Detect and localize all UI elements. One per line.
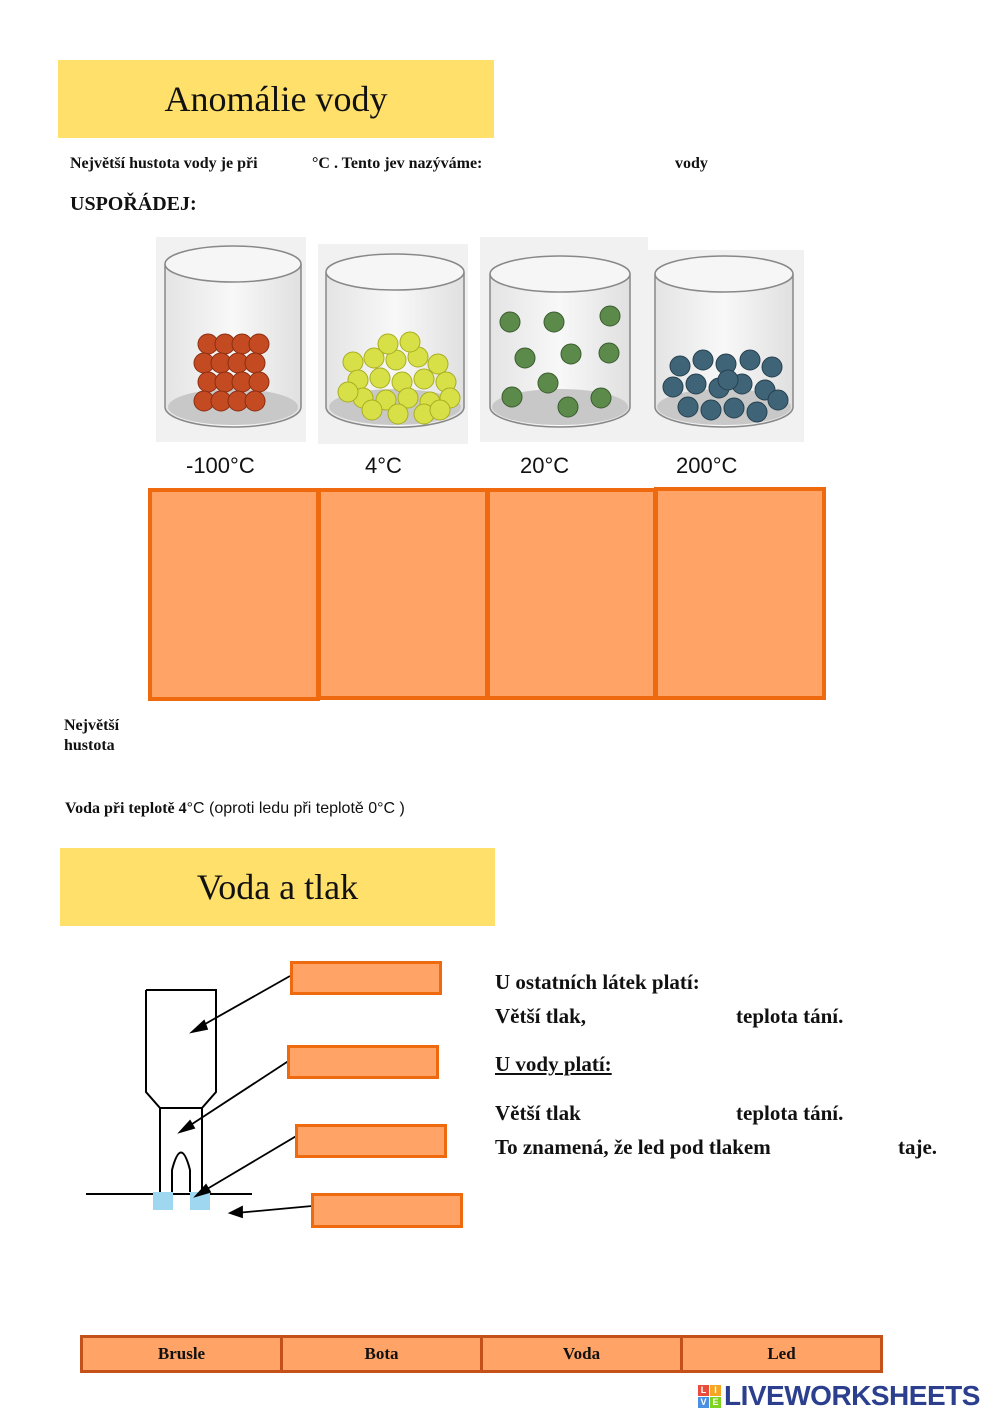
skate-label-slot-3[interactable] bbox=[295, 1124, 447, 1158]
liquid-particle bbox=[413, 368, 435, 390]
liveworksheets-logo: L I V E LIVEWORKSHEETS bbox=[698, 1380, 980, 1412]
order-drop-slot-3[interactable] bbox=[486, 488, 657, 700]
liquid-particle bbox=[427, 353, 449, 375]
liquid-particle bbox=[429, 399, 451, 421]
logo-icon: L I V E bbox=[698, 1384, 721, 1408]
density-sentence-part1: Největší hustota vody je při bbox=[70, 155, 258, 172]
gas-particle bbox=[717, 369, 739, 391]
logo-letter-l: L bbox=[698, 1384, 709, 1396]
greatest-density-label: Největší hustota bbox=[64, 716, 119, 756]
warm-particle bbox=[499, 311, 521, 333]
logo-letter-i: I bbox=[710, 1384, 721, 1396]
gas-particle bbox=[692, 349, 714, 371]
liquid-particle bbox=[369, 367, 391, 389]
gas-particle bbox=[723, 397, 745, 419]
jar-20 bbox=[480, 237, 648, 442]
liquid-particle bbox=[377, 333, 399, 355]
section-title-text: Voda a tlak bbox=[196, 867, 359, 907]
jar-minus-100 bbox=[156, 237, 306, 442]
water-patch-left bbox=[153, 1192, 173, 1210]
density-sentence-part2: °C . Tento jev nazýváme: bbox=[312, 155, 483, 172]
gas-particle bbox=[700, 399, 722, 421]
ice-particle bbox=[244, 390, 266, 412]
warm-particle bbox=[599, 305, 621, 327]
conclusion-b: taje. bbox=[898, 1135, 938, 1159]
logo-letter-e: E bbox=[710, 1396, 721, 1408]
order-drop-slot-4[interactable] bbox=[654, 487, 826, 700]
word-bota[interactable]: Bota bbox=[283, 1338, 483, 1370]
logo-letter-v: V bbox=[698, 1396, 709, 1408]
temp-label-3: 20°C bbox=[520, 453, 570, 478]
warm-particle bbox=[557, 396, 579, 418]
order-label: USPOŘÁDEJ: bbox=[70, 193, 197, 215]
liquid-particle bbox=[397, 387, 419, 409]
gas-particle bbox=[662, 376, 684, 398]
other-substances-rule-b: teplota tání. bbox=[736, 1004, 844, 1028]
note-text: Voda při teplotě 4°C (oproti ledu při te… bbox=[65, 800, 405, 818]
word-brusle[interactable]: Brusle bbox=[83, 1338, 283, 1370]
warm-particle bbox=[537, 372, 559, 394]
note-rest: °C (oproti ledu při teplotě 0°C ) bbox=[186, 800, 405, 817]
ice-particle bbox=[244, 352, 266, 374]
temp-label-2: 4°C bbox=[365, 453, 402, 478]
gas-particle bbox=[677, 396, 699, 418]
jar-200 bbox=[648, 250, 804, 442]
liquid-particle bbox=[387, 403, 409, 425]
gas-particle bbox=[739, 349, 761, 371]
liquid-particle bbox=[399, 331, 421, 353]
gas-particle bbox=[746, 401, 768, 423]
order-drop-slot-2[interactable] bbox=[317, 488, 489, 700]
other-substances-rule-a: Větší tlak, bbox=[495, 1004, 586, 1028]
water-rule-a: Větší tlak bbox=[495, 1101, 581, 1125]
greatest-density-label-line1: Největší bbox=[64, 717, 120, 734]
greatest-density-label-line2: hustota bbox=[64, 737, 115, 754]
density-sentence-part3: vody bbox=[675, 155, 708, 172]
skate-label-slot-2[interactable] bbox=[287, 1045, 439, 1079]
liquid-particle bbox=[363, 347, 385, 369]
ice-particle bbox=[248, 333, 270, 355]
skate-label-slot-4[interactable] bbox=[311, 1193, 463, 1228]
jars-illustration bbox=[156, 237, 804, 444]
word-led[interactable]: Led bbox=[683, 1338, 880, 1370]
other-substances-heading: U ostatních látek platí: bbox=[495, 970, 700, 994]
ice-particle bbox=[248, 371, 270, 393]
word-voda[interactable]: Voda bbox=[483, 1338, 683, 1370]
section-title-pressure: Voda a tlak bbox=[60, 848, 495, 926]
logo-text: LIVEWORKSHEETS bbox=[724, 1380, 980, 1411]
word-bank: Brusle Bota Voda Led bbox=[80, 1335, 883, 1373]
gas-particle bbox=[669, 355, 691, 377]
warm-particle bbox=[598, 342, 620, 364]
water-rule-b: teplota tání. bbox=[736, 1101, 844, 1125]
gas-particle bbox=[685, 373, 707, 395]
water-heading: U vody platí: bbox=[495, 1052, 612, 1076]
gas-particle bbox=[767, 389, 789, 411]
note-bold: Voda při teplotě 4 bbox=[65, 800, 187, 817]
gas-particle bbox=[761, 356, 783, 378]
conclusion-a: To znamená, že led pod tlakem bbox=[495, 1135, 771, 1159]
liquid-particle bbox=[361, 399, 383, 421]
warm-particle bbox=[501, 386, 523, 408]
section-title-text: Anomálie vody bbox=[164, 79, 388, 119]
warm-particle bbox=[543, 311, 565, 333]
order-drop-slot-1[interactable] bbox=[148, 488, 320, 701]
skate-diagram bbox=[86, 975, 313, 1219]
skate-label-slot-1[interactable] bbox=[290, 961, 442, 995]
temp-label-1: -100°C bbox=[186, 453, 255, 478]
liquid-particle bbox=[337, 381, 359, 403]
warm-particle bbox=[590, 387, 612, 409]
section-title-anomaly: Anomálie vody bbox=[58, 60, 494, 138]
warm-particle bbox=[560, 343, 582, 365]
jar-4 bbox=[318, 244, 468, 444]
temp-label-4: 200°C bbox=[676, 453, 738, 478]
warm-particle bbox=[514, 347, 536, 369]
liquid-particle bbox=[342, 351, 364, 373]
